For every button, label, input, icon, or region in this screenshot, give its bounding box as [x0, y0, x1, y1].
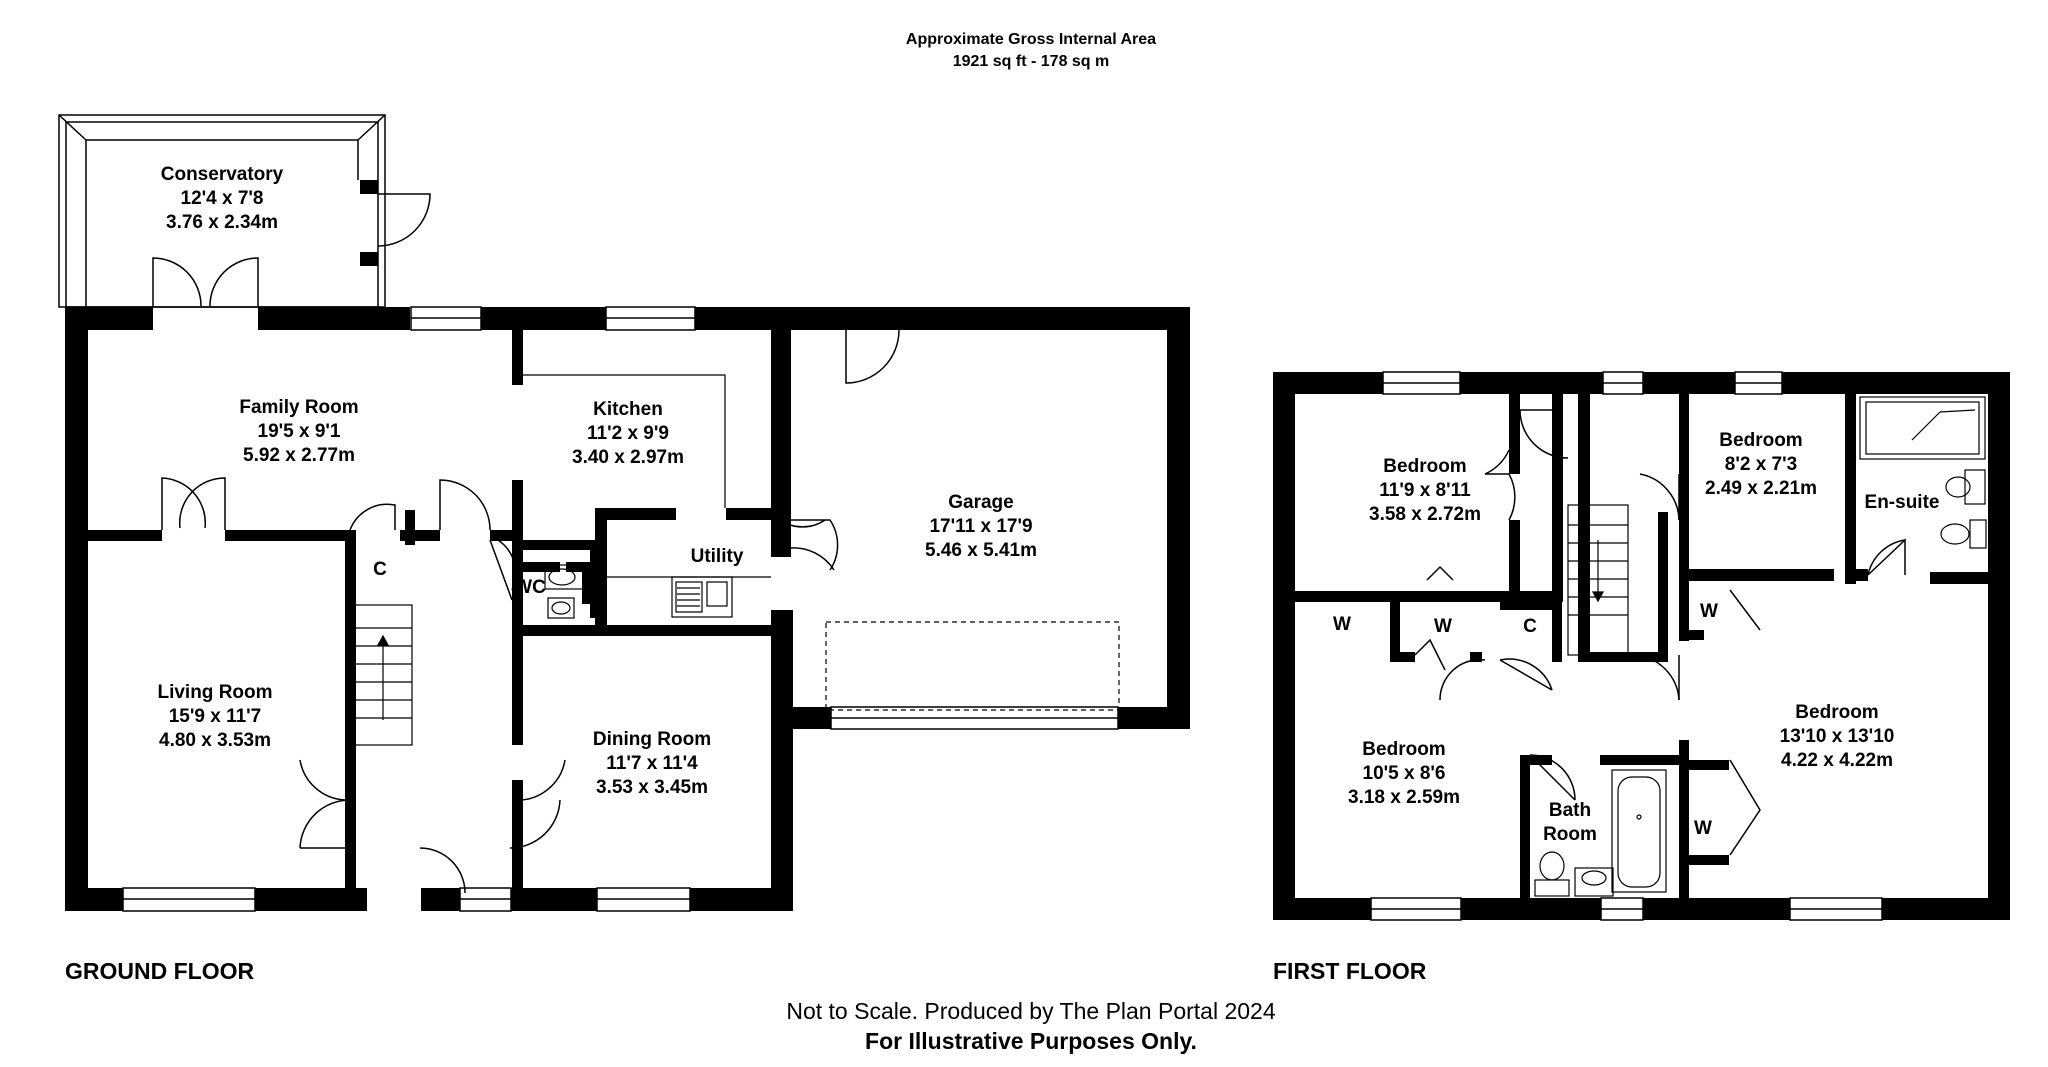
ground-floor-doors	[152, 193, 900, 894]
cupboard-label: C	[1523, 616, 1537, 637]
room-name: Room	[1543, 824, 1597, 845]
wardrobe-label: W	[1434, 616, 1452, 637]
room-size-imperial: 15'9 x 11'7	[169, 706, 262, 727]
room-size-imperial: 11'2 x 9'9	[587, 423, 669, 444]
room-size-imperial: 11'7 x 11'4	[606, 753, 698, 774]
first-floor-plan: Bedroom 11'9 x 8'11 3.58 x 2.72m Bedroom…	[1273, 371, 2010, 984]
room-size-metric: 5.92 x 2.77m	[243, 445, 355, 466]
ground-floor-plan: Conservatory 12'4 x 7'8 3.76 x 2.34m Fam…	[58, 114, 1190, 984]
room-size-metric: 4.80 x 3.53m	[159, 730, 271, 751]
utility-label: Utility	[691, 546, 744, 567]
first-floor-walls	[1273, 372, 2010, 920]
wardrobe-label: W	[1700, 601, 1718, 622]
bedroom-1-label: Bedroom 11'9 x 8'11 3.58 x 2.72m	[1369, 456, 1481, 525]
dining-room-label: Dining Room 11'7 x 11'4 3.53 x 3.45m	[593, 729, 711, 798]
conservatory-frame	[58, 114, 386, 308]
ensuite-fixtures	[1859, 396, 1987, 549]
conservatory-label: Conservatory 12'4 x 7'8 3.76 x 2.34m	[161, 164, 284, 233]
room-name: Kitchen	[593, 399, 663, 420]
first-floor-windows	[1370, 371, 1883, 921]
ground-floor-windows	[122, 306, 1119, 912]
room-size-imperial: 8'2 x 7'3	[1725, 454, 1797, 475]
gross-area-label: Approximate Gross Internal Area	[906, 31, 1156, 48]
room-name: Bedroom	[1362, 739, 1445, 760]
bathroom-label: Bath Room	[1543, 800, 1597, 845]
family-room-label: Family Room 19'5 x 9'1 5.92 x 2.77m	[239, 397, 358, 466]
room-name: Bedroom	[1383, 456, 1466, 477]
first-floor-interior-walls	[1295, 394, 1988, 920]
first-floor-title: FIRST FLOOR	[1273, 958, 1427, 984]
room-name: Bedroom	[1795, 702, 1878, 723]
kitchen-counter	[523, 374, 726, 508]
wc-label: WC	[514, 577, 546, 598]
kitchen-label: Kitchen 11'2 x 9'9 3.40 x 2.97m	[572, 399, 684, 468]
utility-sink-icon	[671, 576, 733, 618]
room-name: Conservatory	[161, 164, 284, 185]
bedroom-4-label: Bedroom 13'10 x 13'10 4.22 x 4.22m	[1780, 702, 1895, 771]
footer-disclaimer: Not to Scale. Produced by The Plan Porta…	[786, 998, 1275, 1024]
room-size-imperial: 19'5 x 9'1	[258, 421, 341, 442]
wardrobe-label: W	[1333, 614, 1351, 635]
room-name: Bath	[1549, 800, 1591, 821]
room-name: Living Room	[157, 682, 272, 703]
room-size-metric: 3.58 x 2.72m	[1369, 504, 1481, 525]
room-size-metric: 3.40 x 2.97m	[572, 447, 684, 468]
ground-floor-interior-walls	[88, 330, 780, 890]
ground-floor-walls	[65, 307, 1190, 911]
room-size-imperial: 12'4 x 7'8	[181, 188, 264, 209]
ground-floor-title: GROUND FLOOR	[65, 958, 254, 984]
wall	[360, 180, 378, 194]
room-size-imperial: 17'11 x 17'9	[929, 516, 1032, 537]
living-room-label: Living Room 15'9 x 11'7 4.80 x 3.53m	[157, 682, 272, 751]
bedroom-2-label: Bedroom 8'2 x 7'3 2.49 x 2.21m	[1705, 430, 1817, 499]
room-size-metric: 2.49 x 2.21m	[1705, 478, 1817, 499]
room-name: Dining Room	[593, 729, 711, 750]
cupboard-label: C	[373, 559, 387, 580]
room-size-metric: 3.18 x 2.59m	[1348, 787, 1460, 808]
room-size-imperial: 10'5 x 8'6	[1363, 763, 1446, 784]
first-floor-stairs	[1567, 504, 1629, 656]
ground-floor-stairs	[354, 604, 413, 746]
garage-label: Garage 17'11 x 17'9 5.46 x 5.41m	[925, 492, 1037, 561]
ensuite-label: En-suite	[1865, 492, 1940, 513]
bathroom-fixtures	[1534, 769, 1667, 897]
footer-illustrative: For Illustrative Purposes Only.	[865, 1028, 1197, 1054]
garage-door-outline	[825, 621, 1120, 711]
room-name: Bedroom	[1719, 430, 1802, 451]
wall	[360, 252, 378, 266]
wardrobe-label: W	[1694, 818, 1712, 839]
room-size-metric: 3.76 x 2.34m	[166, 212, 278, 233]
room-name: Garage	[948, 492, 1013, 513]
room-size-imperial: 13'10 x 13'10	[1780, 726, 1895, 747]
room-name: Family Room	[239, 397, 358, 418]
bedroom-3-label: Bedroom 10'5 x 8'6 3.18 x 2.59m	[1348, 739, 1460, 808]
room-size-metric: 4.22 x 4.22m	[1781, 750, 1893, 771]
gross-area-value: 1921 sq ft - 178 sq m	[953, 53, 1110, 70]
room-size-imperial: 11'9 x 8'11	[1379, 480, 1471, 501]
room-size-metric: 5.46 x 5.41m	[925, 540, 1037, 561]
first-floor-doors	[1414, 409, 1906, 856]
wc-fixtures	[544, 564, 594, 619]
room-size-metric: 3.53 x 3.45m	[596, 777, 708, 798]
